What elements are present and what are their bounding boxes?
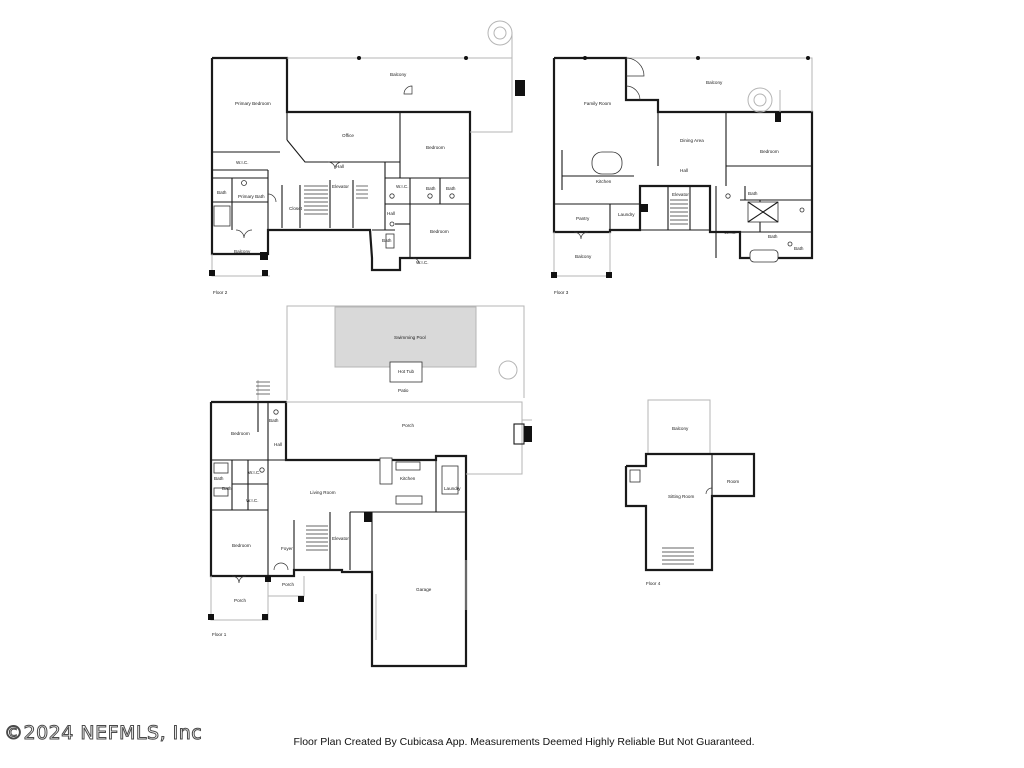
f4-sitting-room-label: Sitting Room <box>668 494 694 499</box>
f2-office-label: Office <box>342 133 354 138</box>
f1-kitchen-label: Kitchen <box>400 476 416 481</box>
f2-hall-center-label: Hall <box>336 164 344 169</box>
f2-bath-left-label: Bath <box>217 190 227 195</box>
floor-3-label: Floor 3 <box>554 290 569 295</box>
f1-bedroom-top-label: Bedroom <box>231 431 250 436</box>
f1-laundry-label: Laundry <box>444 486 461 491</box>
f1-swimming-pool-label: Swimming Pool <box>394 335 426 340</box>
f1-elevator-label: Elevator <box>332 536 349 541</box>
f3-balcony-top-label: Balcony <box>706 80 723 85</box>
f1-living-room-label: Living Room <box>310 490 336 495</box>
floor-1-plan <box>208 305 532 668</box>
f1-foyer-label: Foyer <box>281 546 293 551</box>
f1-wic-left-label: W.I.C. <box>246 498 259 503</box>
f2-bedroom-lower-label: Bedroom <box>430 229 449 234</box>
f1-hall-label: Hall <box>274 442 282 447</box>
f1-patio-label: Patio <box>398 388 409 393</box>
f2-bath-mid1-label: Bath <box>426 186 436 191</box>
f2-primary-bedroom-label: Primary Bedroom <box>235 101 271 106</box>
f3-pantry-label: Pantry <box>576 216 590 221</box>
f2-wic-lower-label: W.I.C. <box>416 260 429 265</box>
f2-closet-label: Closet <box>289 206 303 211</box>
f3-elevator-label: Elevator <box>672 192 689 197</box>
f3-laundry-label: Laundry <box>618 212 635 217</box>
f2-bath-lower-label: Bath <box>382 238 392 243</box>
floor-3-plan <box>551 56 814 278</box>
f3-wic-label: W.I.C. <box>724 230 737 235</box>
f3-bath-corner-label: Bath <box>794 246 804 251</box>
f2-wic-mid-label: W.I.C. <box>396 184 409 189</box>
f4-balcony-label: Balcony <box>672 426 689 431</box>
f1-porch-entry-label: Porch <box>282 582 294 587</box>
f1-bedroom-bottom-label: Bedroom <box>232 543 251 548</box>
f1-porch-back-label: Porch <box>402 423 414 428</box>
f3-kitchen-label: Kitchen <box>596 179 612 184</box>
mls-watermark: ©2024 NEFMLS, Inc <box>3 722 203 745</box>
f2-elevator-label: Elevator <box>332 184 349 189</box>
f1-hot-tub-label: Hot Tub <box>398 369 415 374</box>
floor-2-label: Floor 2 <box>213 290 228 295</box>
f3-bath-small-label: Bath <box>748 191 758 196</box>
f3-hall-label: Hall <box>680 168 688 173</box>
f2-bedroom-right-label: Bedroom <box>426 145 445 150</box>
floor-2-plan <box>209 20 525 277</box>
f1-porch-left-label: Porch <box>234 598 246 603</box>
f1-wic-top-label: W.I.C. <box>248 470 261 475</box>
f2-wic-primary-label: W.I.C. <box>236 160 249 165</box>
f3-bath-label: Bath <box>768 234 778 239</box>
f3-dining-area-label: Dining Area <box>680 138 704 143</box>
floor-plan-disclaimer: Floor Plan Created By Cubicasa App. Meas… <box>293 736 755 748</box>
floor-4-label: Floor 4 <box>646 581 661 586</box>
f3-bedroom-label: Bedroom <box>760 149 779 154</box>
floor-4-plan <box>624 399 756 572</box>
f2-balcony-bottom-label: Balcony <box>234 249 251 254</box>
f1-bath-top-label: Bath <box>269 418 279 423</box>
f3-family-room-label: Family Room <box>584 101 611 106</box>
f2-hall-lower-label: Hall <box>387 211 395 216</box>
f1-bath-left-label: Bath <box>214 476 224 481</box>
f1-garage-label: Garage <box>416 587 432 592</box>
f4-room-label: Room <box>727 479 739 484</box>
f2-balcony-top-label: Balcony <box>390 72 407 77</box>
f2-primary-bath-label: Primary Bath <box>238 194 265 199</box>
f2-bath-mid2-label: Bath <box>446 186 456 191</box>
floor-1-label: Floor 1 <box>212 632 227 637</box>
f1-bath-left2-label: Bath <box>222 486 232 491</box>
f3-balcony-bottom-label: Balcony <box>575 254 592 259</box>
